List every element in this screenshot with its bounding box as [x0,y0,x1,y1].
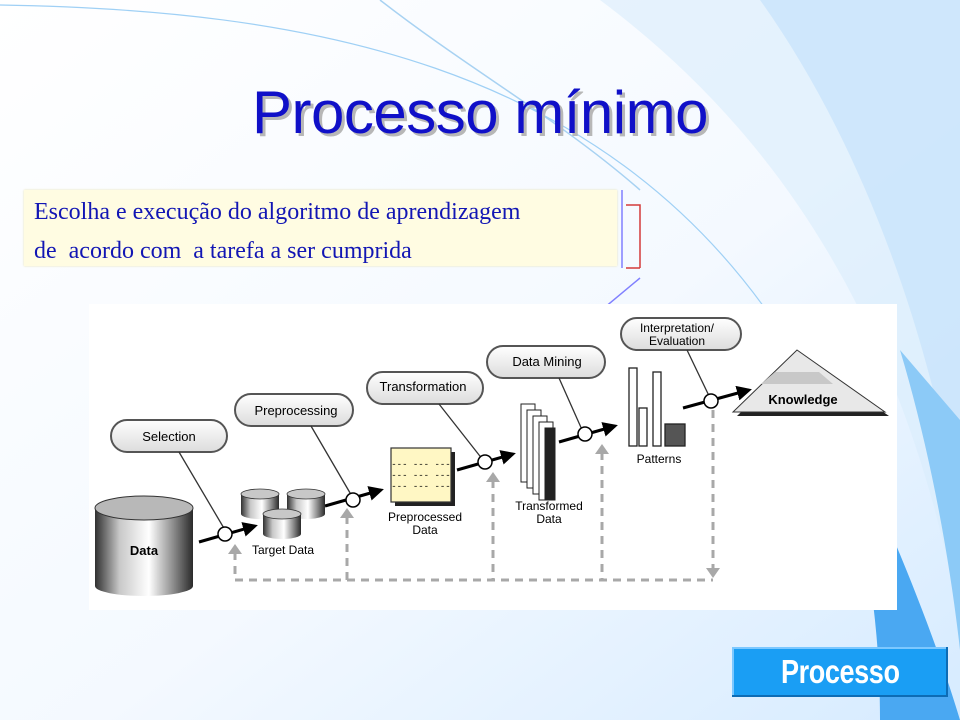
patterns-bars: Patterns [628,367,686,466]
preprocessed-data-document: --- --- --- --- --- --- --- --- --- Prep… [388,447,462,537]
transformed-data-stack [520,403,556,501]
svg-text:Knowledge: Knowledge [768,392,837,407]
svg-text:--- --- ---: --- --- --- [391,482,450,492]
processo-nav-label: Processo [780,653,900,690]
svg-text:Data: Data [412,523,438,537]
description-line-2: de acordo com a tarefa a ser cumprida [34,238,412,264]
stage-transformation: Transformation [366,371,484,405]
label-connectors [178,349,712,531]
svg-text:Target Data: Target Data [252,543,314,557]
target-data-cylinders: Target Data [240,488,326,557]
description-line-1: Escolha e execução do algoritmo de apren… [34,199,521,225]
stage-preprocessing: Preprocessing [234,393,354,427]
svg-text:Data: Data [130,543,159,558]
svg-text:Transformation: Transformation [380,379,467,394]
stage-interpretation-evaluation: Interpretation/ Evaluation [620,317,742,351]
stage-selection: Selection [110,419,228,453]
stage-data-mining: Data Mining [486,345,606,379]
svg-text:Data Mining: Data Mining [512,354,581,369]
svg-text:--- --- ---: --- --- --- [391,460,450,470]
svg-text:Selection: Selection [142,429,195,444]
feedback-arrowheads [228,444,720,578]
transformed-label-1: Transformed [515,499,583,513]
description-box: Escolha e execução do algoritmo de apren… [24,190,617,266]
knowledge-pyramid: Knowledge [731,349,889,416]
slide-title: Processo mínimo [252,79,708,146]
process-nodes [217,393,719,542]
transformed-label-2: Data [536,512,562,526]
feedback-loop [233,410,715,582]
kdd-process-diagram: Selection Preprocessing Transformation D… [89,304,897,610]
processo-nav-button[interactable]: Processo [732,647,948,697]
svg-text:Interpretation/: Interpretation/ [640,321,715,335]
svg-text:--- --- ---: --- --- --- [391,471,450,481]
svg-text:Evaluation: Evaluation [649,334,705,348]
data-cylinder: Data [94,495,194,596]
svg-text:Preprocessing: Preprocessing [254,403,337,418]
svg-text:Preprocessed: Preprocessed [388,510,462,524]
svg-text:Patterns: Patterns [637,452,682,466]
